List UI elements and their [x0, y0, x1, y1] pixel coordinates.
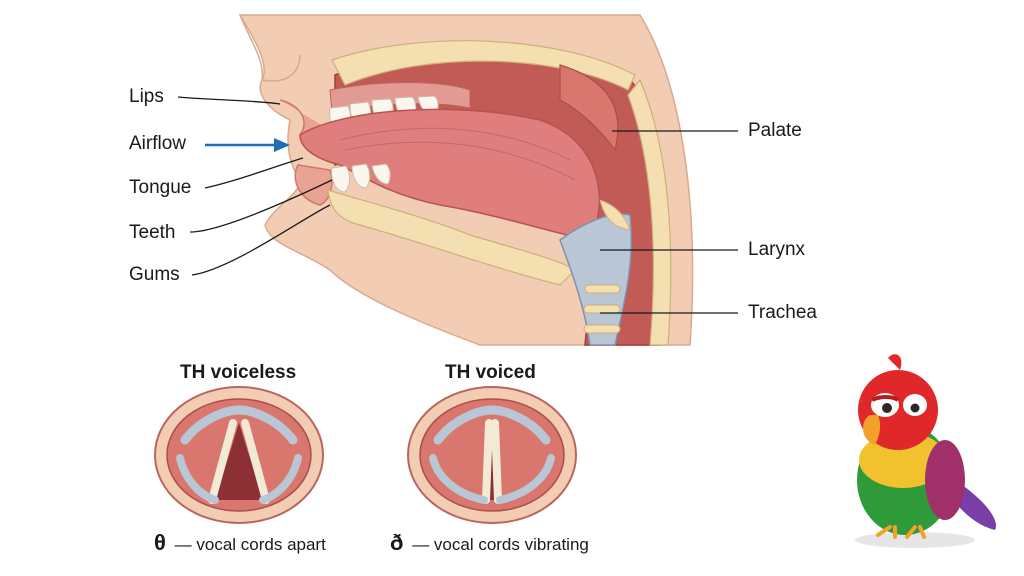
airflow-arrow-icon: [205, 138, 290, 152]
glottis-voiced: [408, 387, 576, 523]
trachea-rings: [584, 285, 620, 333]
label-larynx: Larynx: [748, 239, 805, 261]
symbol-theta: θ: [154, 530, 166, 555]
label-palate: Palate: [748, 120, 802, 142]
caption-voiceless: θ — vocal cords apart: [154, 530, 326, 556]
caption-voiced-text: — vocal cords vibrating: [412, 535, 589, 554]
label-airflow: Airflow: [129, 133, 186, 155]
label-teeth: Teeth: [129, 222, 175, 244]
label-trachea: Trachea: [748, 302, 817, 324]
glottis-title-voiceless: TH voiceless: [180, 362, 296, 384]
parrot-mascot-icon: [855, 354, 996, 548]
vocal-cord-left-2: [486, 423, 489, 500]
glottis-title-voiced: TH voiced: [445, 362, 536, 384]
symbol-eth: ð: [390, 530, 403, 555]
label-lips: Lips: [129, 86, 164, 108]
vocal-cord-right-2: [495, 423, 498, 500]
label-tongue: Tongue: [129, 177, 191, 199]
leader-tongue: [205, 158, 303, 188]
label-gums: Gums: [129, 264, 180, 286]
glottis-voiceless: [155, 387, 323, 523]
caption-voiced: ð — vocal cords vibrating: [390, 530, 589, 556]
caption-voiceless-text: — vocal cords apart: [175, 535, 326, 554]
